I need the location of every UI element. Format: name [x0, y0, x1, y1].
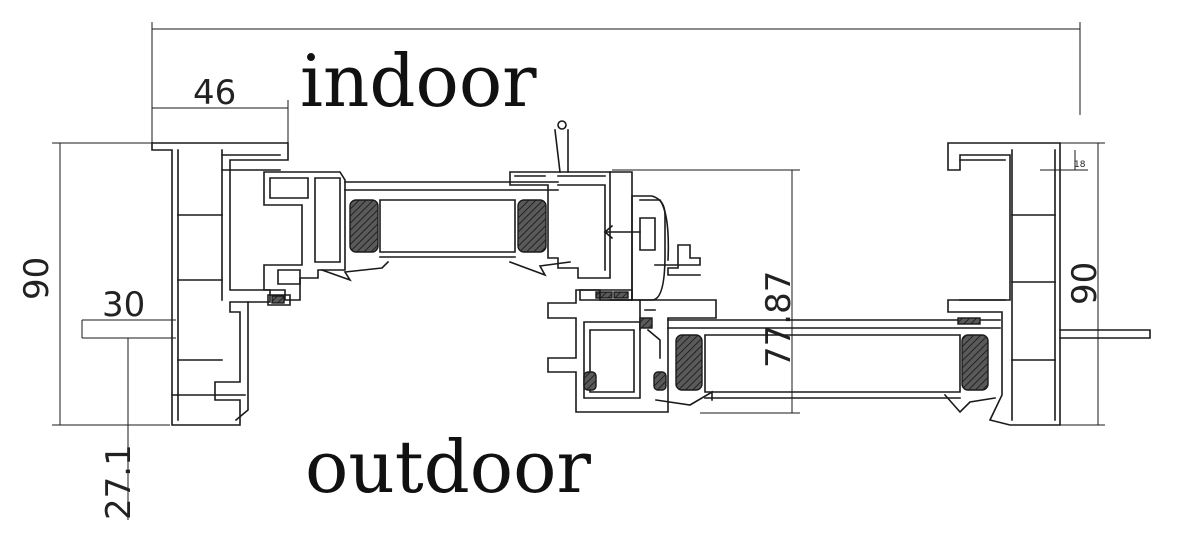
indoor-label: indoor — [300, 39, 537, 123]
dimension-30-label: 30 — [102, 285, 145, 325]
dimension-90-right-label: 90 — [1065, 262, 1105, 305]
left-sash-profile — [263, 171, 390, 306]
dimension-90-left: 90 — [17, 142, 170, 426]
center-interlock-profile — [508, 120, 633, 301]
outdoor-label: outdoor — [305, 425, 591, 509]
dimension-18: 18 — [1040, 150, 1088, 171]
right-glass-unit — [667, 317, 1001, 414]
dimension-27-1: 27.1 — [99, 338, 150, 520]
right-frame-profile — [947, 142, 1151, 426]
lock-handle — [603, 195, 701, 331]
dimension-90-right: 90 — [1060, 142, 1105, 426]
dimension-46-label: 46 — [193, 73, 236, 113]
outer-sash-profile — [547, 289, 717, 413]
dimension-30: 30 — [81, 285, 176, 339]
dimension-46: 46 — [152, 73, 289, 145]
overall-width-dimension — [151, 22, 1081, 150]
dimension-27-1-label: 27.1 — [99, 444, 139, 520]
left-frame-profile — [151, 142, 289, 426]
dimension-90-left-label: 90 — [17, 257, 57, 300]
dimension-18-label: 18 — [1074, 160, 1086, 170]
left-glass-unit — [344, 181, 559, 258]
